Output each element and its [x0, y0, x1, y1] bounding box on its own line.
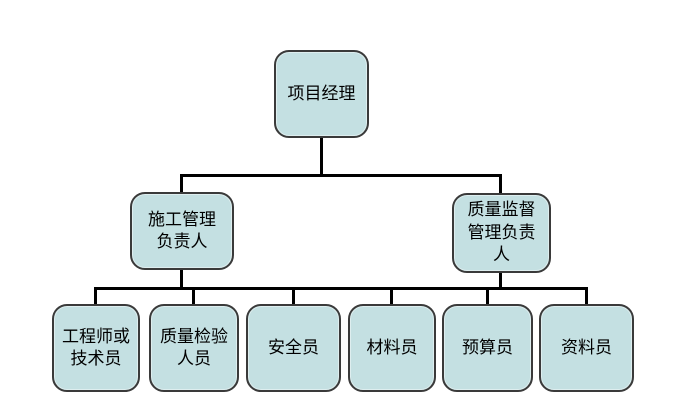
- connector-root-drop: [320, 138, 323, 177]
- connector-level2-right-stub: [499, 174, 502, 194]
- connector-level3-stub-3: [292, 287, 295, 304]
- node-engineer-or-technician: 工程师或 技术员: [52, 304, 140, 392]
- connector-level3-stub-6: [585, 287, 588, 304]
- connector-level2-left-stub: [180, 174, 183, 193]
- node-material-clerk: 材料员: [348, 304, 436, 392]
- node-project-manager: 项目经理: [274, 50, 369, 138]
- node-document-clerk: 资料员: [539, 304, 634, 392]
- connector-level3-stub-2: [192, 287, 195, 304]
- node-quality-inspection-staff: 质量检验 人员: [149, 304, 239, 392]
- node-safety-officer: 安全员: [246, 304, 341, 392]
- connector-level3-stub-1: [94, 287, 97, 304]
- connector-level3-rail: [94, 287, 588, 290]
- connector-level3-stub-5: [486, 287, 489, 304]
- connector-level2-rail: [180, 174, 502, 177]
- node-quality-supervision-management-leader: 质量监督 管理负责 人: [452, 193, 551, 273]
- node-construction-management-leader: 施工管理 负责人: [130, 192, 234, 270]
- connector-level3-stub-4: [390, 287, 393, 304]
- node-budget-clerk: 预算员: [442, 304, 533, 392]
- connector-level2-left-drop: [180, 270, 183, 290]
- connector-level2-right-drop: [499, 273, 502, 290]
